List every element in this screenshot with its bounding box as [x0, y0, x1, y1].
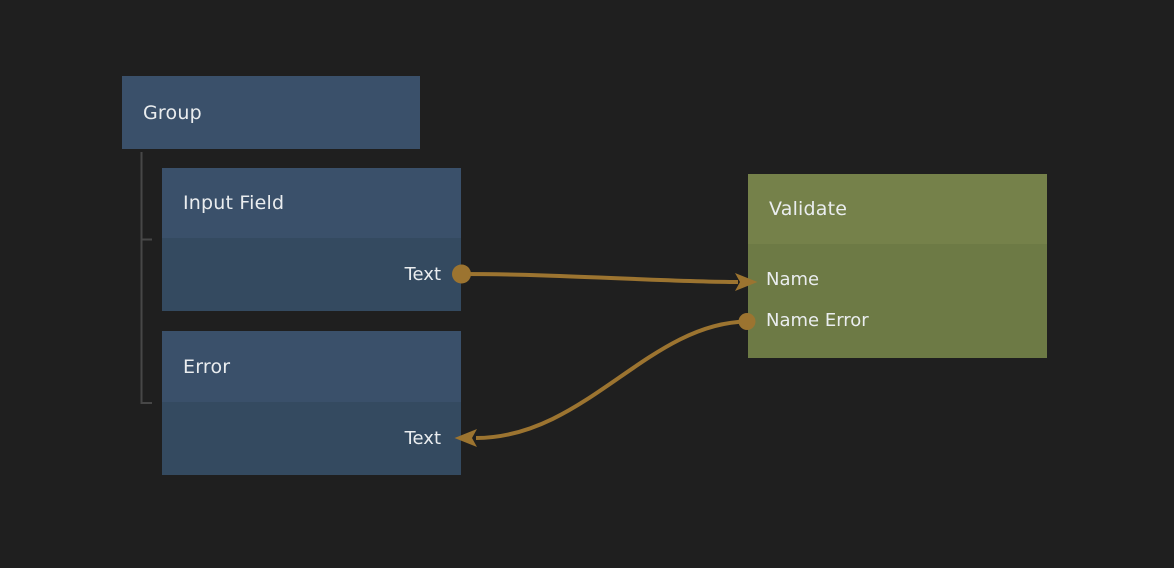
- wire-inputfield-text-to-validate-name[interactable]: [461, 272, 739, 284]
- port-label-text-output: Text: [404, 264, 441, 285]
- node-input-field[interactable]: Input Field Text: [162, 168, 461, 311]
- node-input-field-body: Text: [162, 238, 461, 311]
- node-input-field-title: Input Field: [183, 192, 285, 214]
- port-row-text-output: Text: [162, 238, 461, 311]
- node-error[interactable]: Error Text: [162, 331, 461, 475]
- node-group-title: Group: [143, 101, 202, 124]
- node-group[interactable]: Group: [122, 76, 420, 149]
- node-group-header[interactable]: Group: [122, 76, 420, 149]
- port-label-name-error-output: Name Error: [766, 310, 869, 331]
- tree-connector-line: [140, 152, 152, 404]
- node-validate-header[interactable]: Validate: [748, 174, 1047, 244]
- node-validate-body: Name Name Error: [748, 244, 1047, 358]
- port-row-text-input: Text: [162, 402, 461, 475]
- node-error-title: Error: [183, 355, 231, 378]
- port-row-name-error-output: Name Error: [748, 300, 1047, 341]
- node-validate[interactable]: Validate Name Name Error: [748, 174, 1047, 358]
- node-validate-title: Validate: [769, 198, 848, 220]
- wire-validate-nameerror-to-error-text[interactable]: [475, 319, 748, 440]
- node-input-field-header[interactable]: Input Field: [162, 168, 461, 238]
- node-error-header[interactable]: Error: [162, 331, 461, 402]
- node-error-body: Text: [162, 402, 461, 475]
- port-label-name-input: Name: [766, 269, 820, 290]
- port-label-text-input: Text: [404, 428, 441, 449]
- port-row-name-input: Name: [748, 259, 1047, 300]
